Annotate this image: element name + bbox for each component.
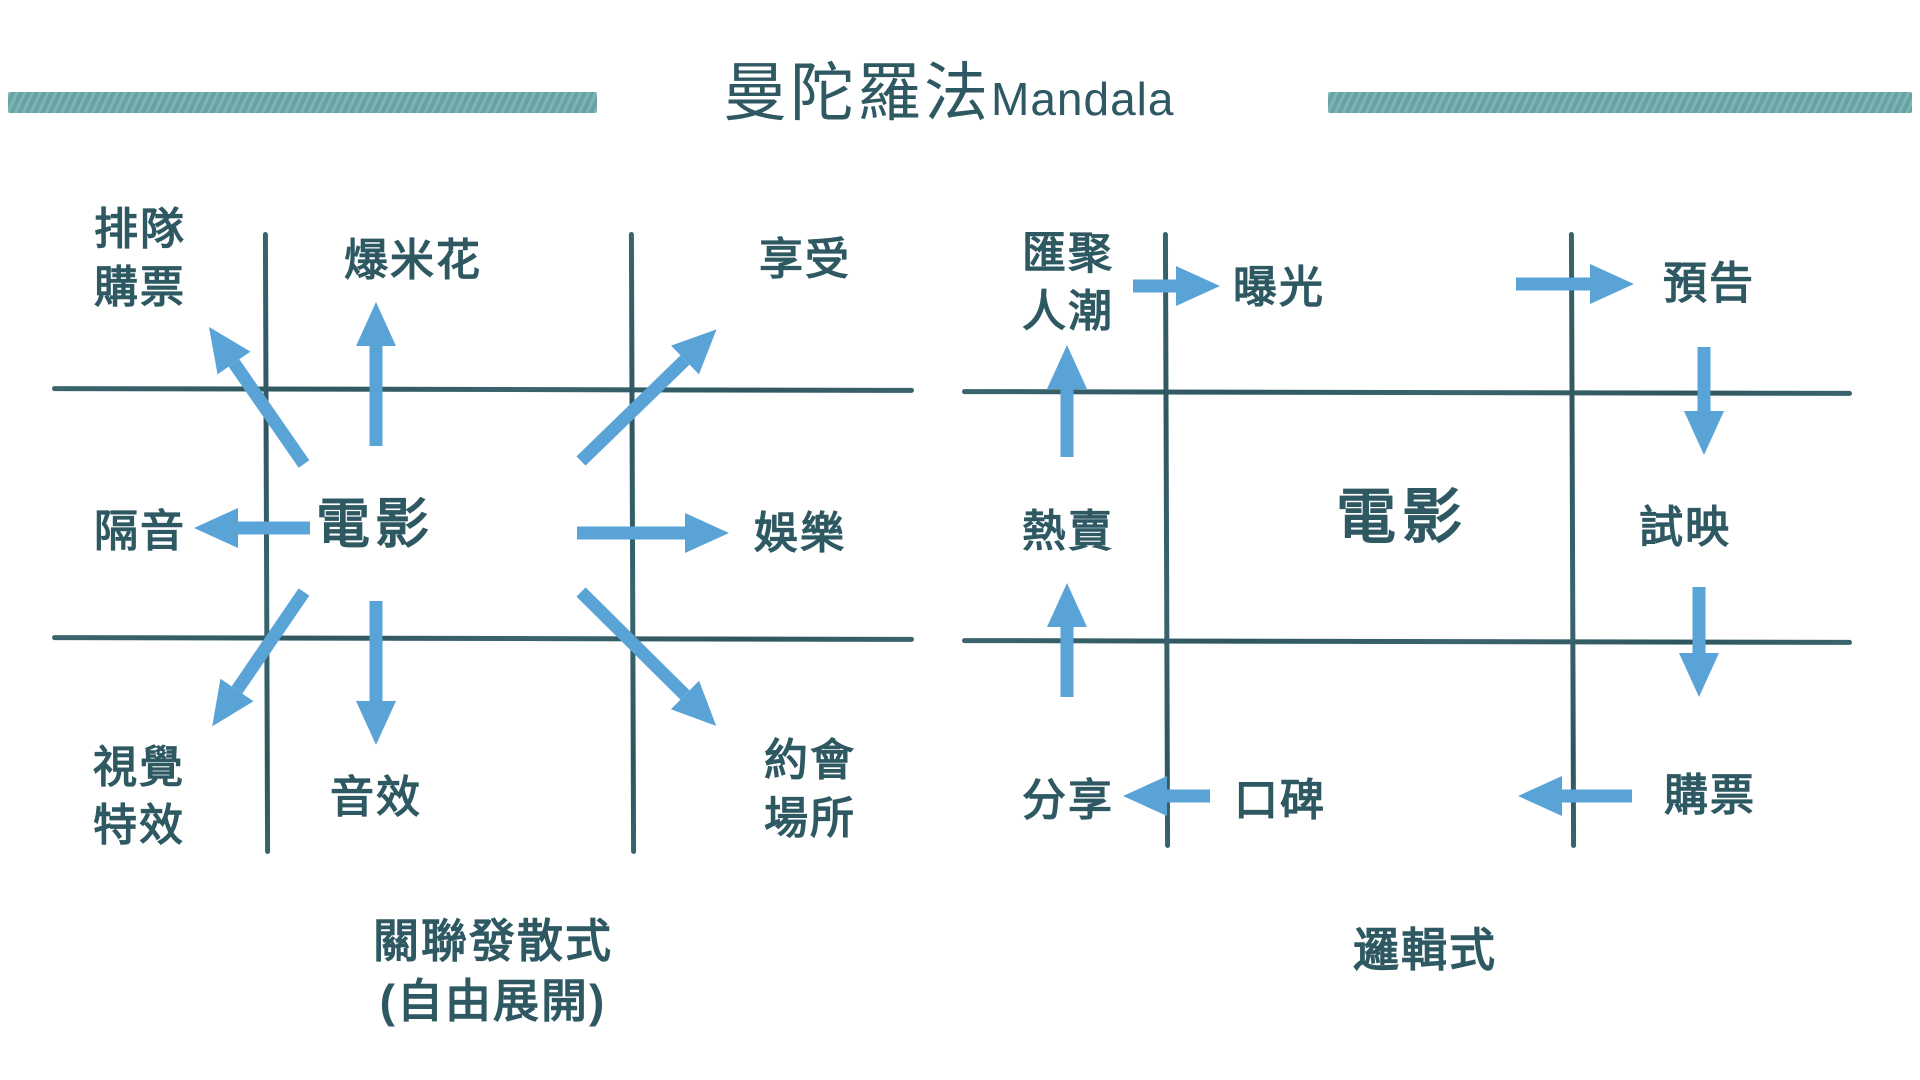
cell-buy-tickets: 購票: [1664, 770, 1756, 820]
cell-exposure: 曝光: [1233, 262, 1325, 312]
page-title-en: Mandala: [991, 73, 1175, 125]
cell-hot-sales: 熱賣: [1022, 506, 1114, 556]
cell-date-venue-line2: 場所: [764, 794, 856, 843]
page-title-zh: 曼陀羅法: [723, 57, 991, 129]
cell-enjoy: 享受: [759, 234, 851, 284]
cell-trailer: 預告: [1663, 258, 1755, 308]
title-bar-left: [8, 92, 597, 113]
cell-queue-tickets: 排隊 購票: [94, 201, 186, 317]
cell-popcorn: 爆米花: [344, 235, 482, 285]
right-grid-vline-left: [1162, 231, 1171, 849]
title-bar-right: [1328, 92, 1912, 113]
cell-gather-crowd-line2: 人潮: [1022, 287, 1114, 336]
right-grid-hline-bottom: [961, 638, 1853, 645]
cell-date-venue-line1: 約會: [764, 735, 856, 785]
left-grid-hline-top: [51, 386, 915, 393]
cell-word-of-mouth: 口碑: [1234, 775, 1326, 825]
right-grid-caption: 邏輯式: [1353, 924, 1497, 977]
cell-gather-crowd-line1: 匯聚: [1022, 228, 1114, 278]
cell-date-venue: 約會 場所: [764, 732, 856, 848]
cell-movie-left: 電影: [316, 494, 434, 555]
left-grid-hline-bottom: [51, 635, 915, 642]
cell-queue-tickets-line2: 購票: [94, 263, 186, 312]
left-grid-caption-line2: (自由展開): [379, 975, 607, 1027]
left-grid-vline-right: [628, 231, 637, 855]
cell-visual-effects-line1: 視覺: [93, 742, 185, 792]
cell-visual-effects-line2: 特效: [93, 801, 185, 850]
cell-preview-screening: 試映: [1639, 502, 1731, 552]
left-grid-caption: 關聯發散式 (自由展開): [373, 912, 613, 1032]
cell-visual-effects: 視覺 特效: [93, 739, 185, 855]
cell-sound-effects: 音效: [330, 772, 422, 822]
cell-gather-crowd: 匯聚 人潮: [1022, 225, 1114, 341]
cell-entertainment: 娛樂: [754, 508, 846, 558]
cell-soundproof: 隔音: [94, 506, 186, 556]
cell-movie-right: 電影: [1336, 483, 1468, 551]
arrow-down-left-icon: [212, 588, 310, 727]
left-grid-vline-left: [262, 231, 271, 855]
cell-share: 分享: [1022, 775, 1114, 825]
cell-queue-tickets-line1: 排隊: [94, 204, 186, 254]
left-grid-caption-line1: 關聯發散式: [373, 915, 613, 968]
arrow-up-left-icon: [208, 326, 310, 468]
right-grid-vline-right: [1568, 231, 1577, 849]
right-grid-hline-top: [961, 389, 1853, 396]
